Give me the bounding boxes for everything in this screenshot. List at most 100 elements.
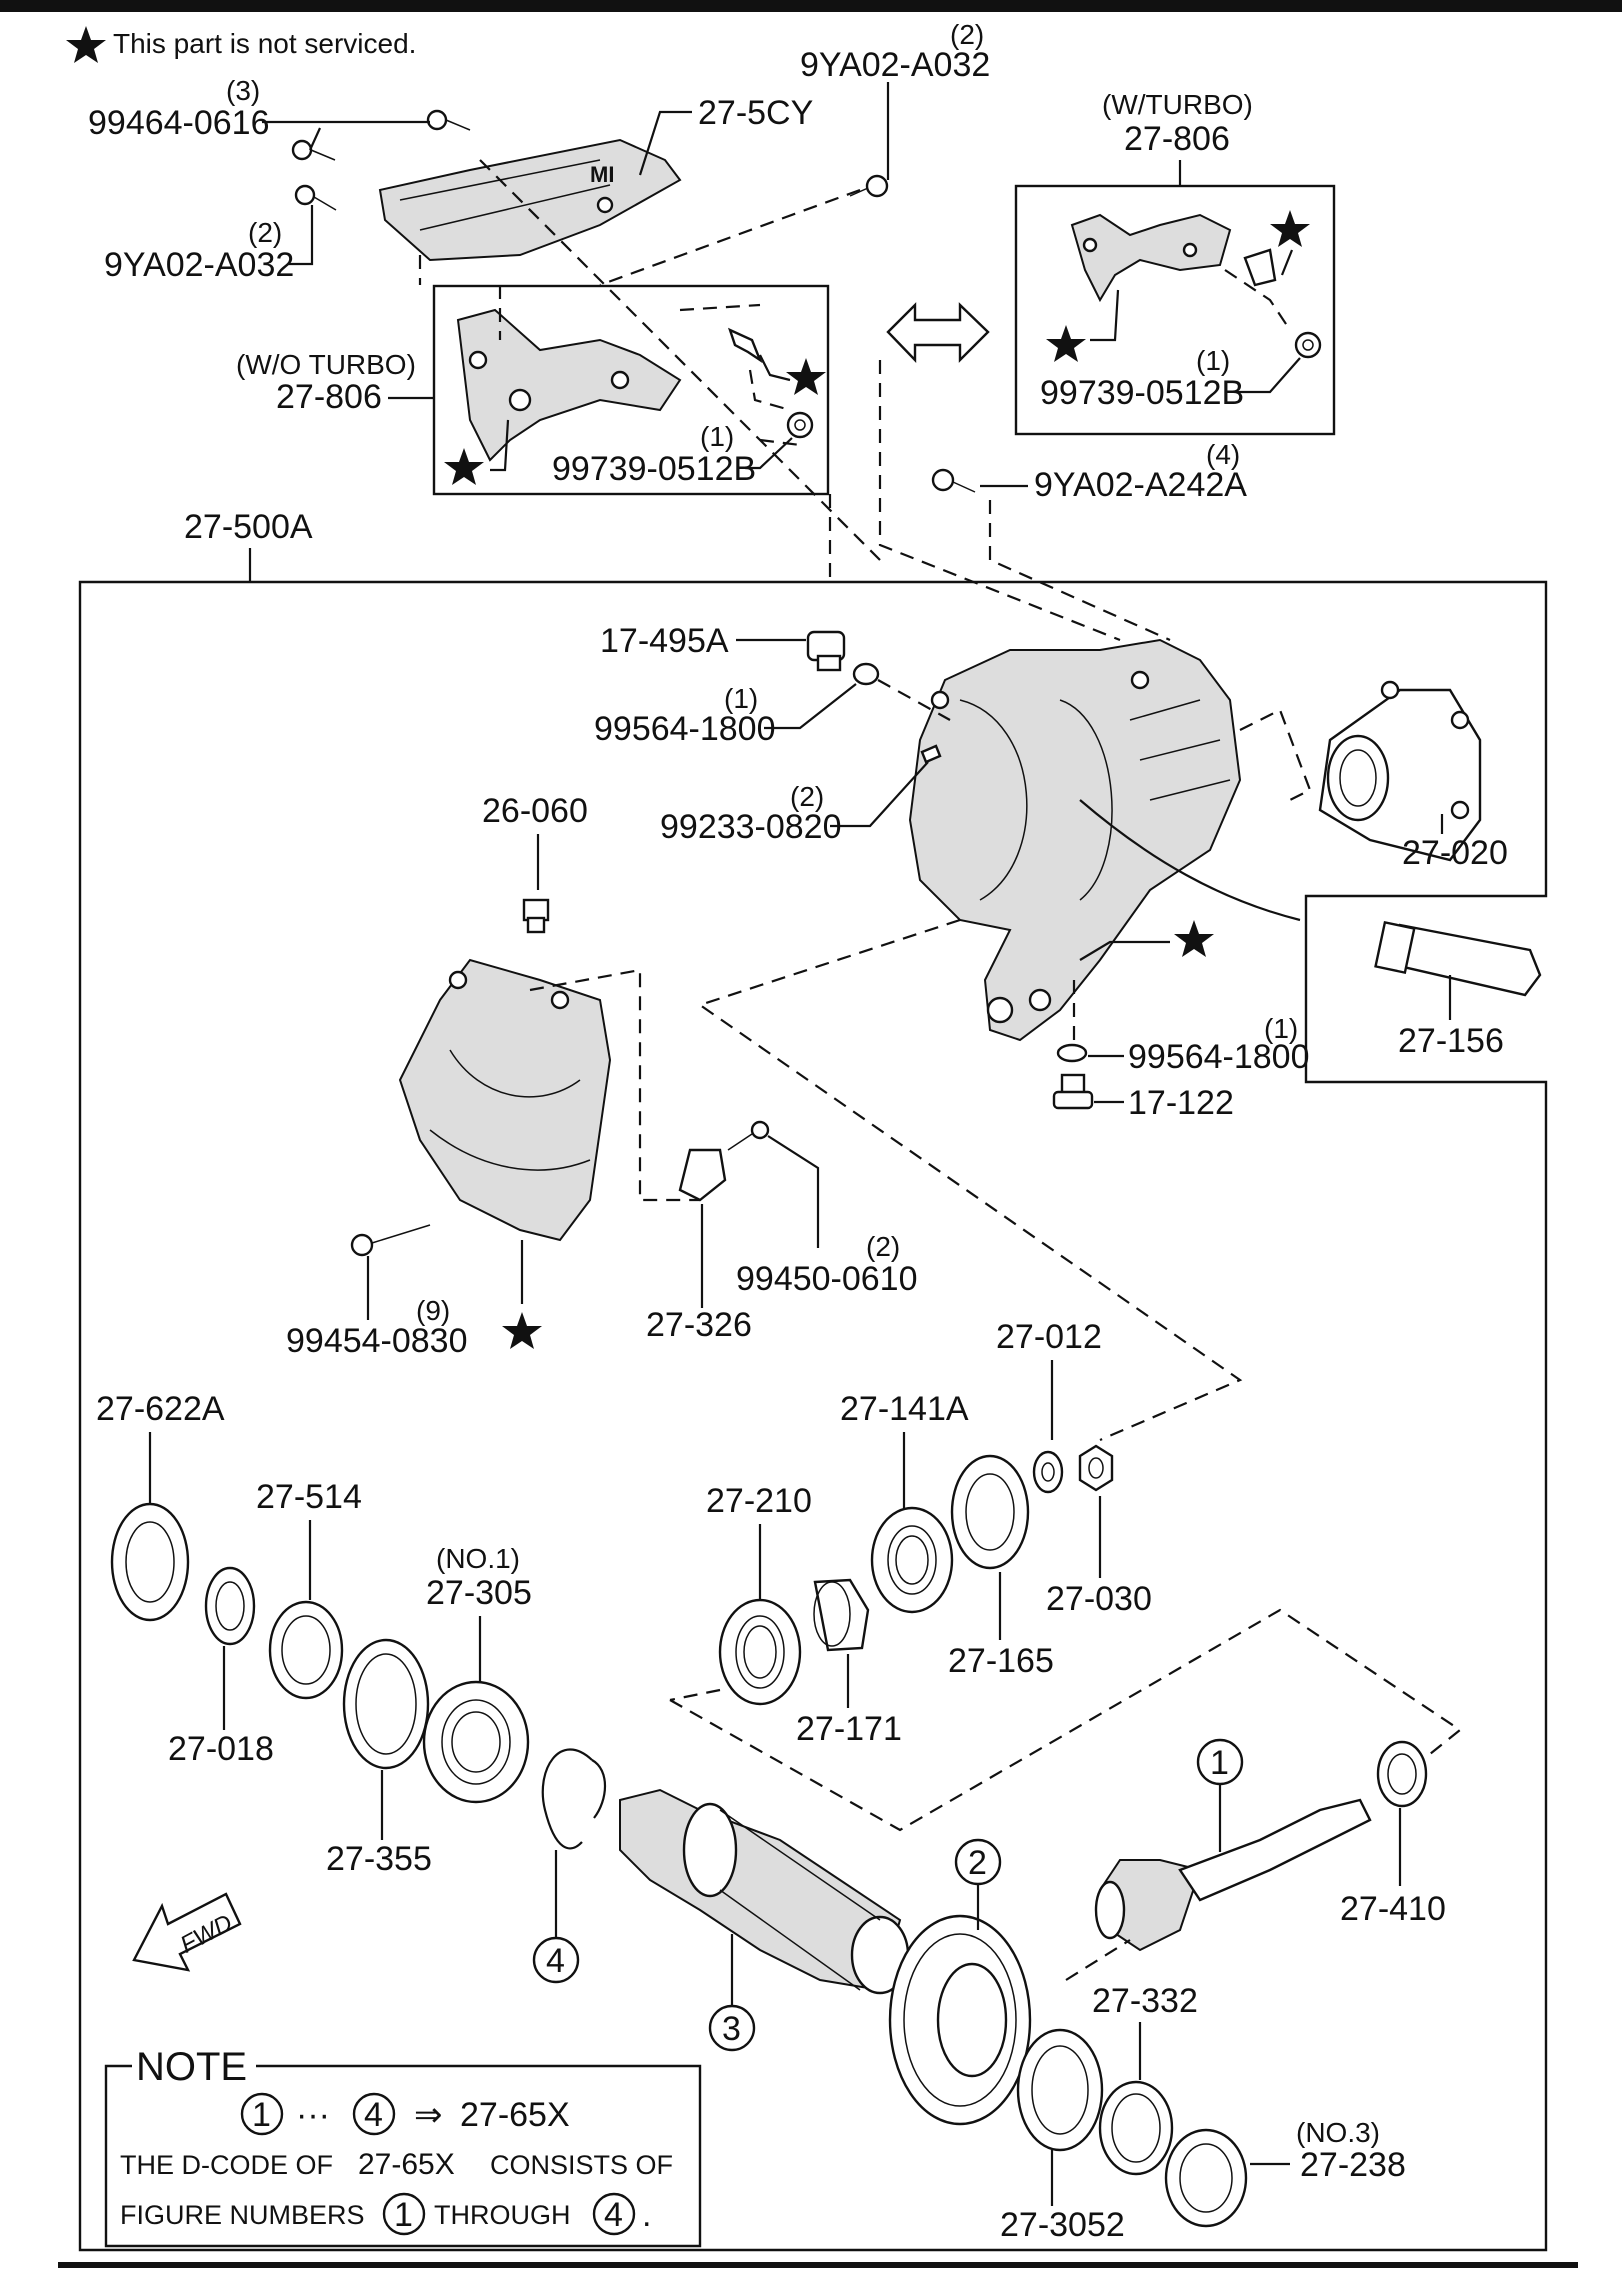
variant-label: (W/O TURBO) [236, 349, 416, 380]
plug-17-495a [806, 630, 942, 764]
bearing-27-141a [870, 1506, 954, 1614]
part-label: 99233-0820 [660, 808, 842, 846]
part-label: 27-018 [168, 1730, 274, 1768]
svg-text:CONSISTS OF: CONSISTS OF [490, 2150, 673, 2180]
star-icon [786, 358, 826, 395]
part-label: 99564-1800 [1128, 1038, 1310, 1076]
nut-27-030 [1078, 1444, 1114, 1492]
svg-text:···: ··· [296, 2096, 330, 2134]
qty: (2) [248, 217, 282, 248]
part-label: 27-030 [1046, 1580, 1152, 1618]
star-icon [1270, 210, 1310, 247]
part-label: 27-500A [184, 508, 313, 546]
qty: (1) [1196, 345, 1230, 376]
part-label: 99739-0512B [552, 450, 756, 488]
star-icon [502, 1312, 542, 1349]
qty: (3) [226, 75, 260, 106]
callout-1: 1 [1196, 1738, 1244, 1852]
box-w-turbo [1014, 184, 1336, 436]
vent-26-060 [522, 898, 550, 934]
bolt-99464 [291, 109, 471, 161]
star-icon [444, 448, 484, 485]
assembly-box-27-500a [78, 580, 1548, 2252]
svg-text:27-65X: 27-65X [460, 2096, 570, 2134]
qty: (NO.1) [436, 1543, 520, 1574]
part-label: 27-806 [1124, 120, 1230, 158]
callout-3: 3 [708, 1934, 756, 2052]
qty: (9) [416, 1295, 450, 1326]
part-label: 99454-0830 [286, 1322, 468, 1360]
differential-carrier [908, 638, 1242, 1042]
qty: (4) [1206, 439, 1240, 470]
svg-text:1: 1 [394, 2196, 413, 2234]
bolt-9ya02-top [849, 174, 889, 198]
part-label: 9YA02-A032 [800, 46, 990, 84]
legend-text: This part is not serviced. [113, 28, 416, 59]
side-gear-shaft [619, 1788, 910, 1995]
spacer-27-171 [813, 1578, 870, 1652]
part-label: 27-165 [948, 1642, 1054, 1680]
part-label: 99464-0616 [88, 104, 270, 142]
bracket-27-5cy: MI [378, 138, 682, 262]
qty: (NO.3) [1296, 2117, 1380, 2148]
bearing-27-3052 [1016, 2028, 1104, 2152]
part-label: 99450-0610 [736, 1260, 918, 1298]
part-label: 27-514 [256, 1478, 362, 1516]
flange-27-020 [1318, 680, 1482, 862]
svg-text:1: 1 [252, 2096, 271, 2134]
legend: This part is not serviced. [66, 26, 416, 63]
drive-pinion [1094, 1798, 1372, 1952]
bracket-27-326 [678, 1148, 727, 1202]
part-label: 17-495A [600, 622, 729, 660]
seal-27-622a [110, 1502, 190, 1622]
part-label: 27-326 [646, 1306, 752, 1344]
part-label: 27-355 [326, 1840, 432, 1878]
bottom-rule [58, 2262, 1578, 2268]
qty: (1) [1264, 1013, 1298, 1044]
star-icon [66, 26, 106, 63]
svg-text:27-65X: 27-65X [358, 2148, 455, 2181]
part-label: 27-171 [796, 1710, 902, 1748]
svg-text:4: 4 [546, 1942, 565, 1980]
note-title: NOTE [136, 2045, 247, 2089]
part-label: 27-622A [96, 1390, 225, 1428]
part-label: 27-156 [1398, 1022, 1504, 1060]
double-arrow-icon [886, 302, 990, 363]
svg-text:4: 4 [604, 2196, 623, 2234]
bolt-99454 [350, 1224, 431, 1257]
hose-27-156 [1374, 920, 1542, 997]
bolt-9ya02-a242a [931, 468, 976, 493]
part-label: 99739-0512B [1040, 374, 1244, 412]
svg-text:4: 4 [364, 2096, 383, 2134]
variant-label: (W/TURBO) [1102, 89, 1253, 120]
washer-27-012 [1032, 1450, 1064, 1494]
shim-27-332 [1098, 2080, 1174, 2176]
ring-27-514 [268, 1600, 344, 1700]
svg-text:FIGURE NUMBERS: FIGURE NUMBERS [120, 2200, 365, 2230]
rear-cover [398, 958, 612, 1242]
top-rule [0, 0, 1622, 12]
svg-text:⇒: ⇒ [414, 2096, 443, 2134]
svg-text:2: 2 [968, 1844, 987, 1882]
svg-text:.: . [642, 2196, 651, 2234]
svg-text:THROUGH: THROUGH [434, 2200, 571, 2230]
callout-2: 2 [954, 1838, 1002, 1930]
star-icon [1046, 325, 1086, 362]
part-label: 27-012 [996, 1318, 1102, 1356]
part-label: 27-238 [1300, 2146, 1406, 2184]
star-icon [1174, 920, 1214, 957]
part-label: 27-3052 [1000, 2206, 1125, 2244]
qty: (2) [950, 19, 984, 50]
bolt-99450 [727, 1120, 770, 1151]
shim-27-355 [342, 1638, 430, 1770]
ring-gear [888, 1914, 1032, 2126]
part-label: 27-141A [840, 1390, 969, 1428]
part-label: 17-122 [1128, 1084, 1234, 1122]
part-label: 26-060 [482, 792, 588, 830]
ring-27-018 [204, 1566, 256, 1646]
fwd-arrow-icon: FWD [132, 1892, 242, 1972]
callout-4: 4 [532, 1850, 580, 1984]
bearing-27-305 [422, 1680, 530, 1804]
svg-text:MI: MI [590, 162, 614, 187]
